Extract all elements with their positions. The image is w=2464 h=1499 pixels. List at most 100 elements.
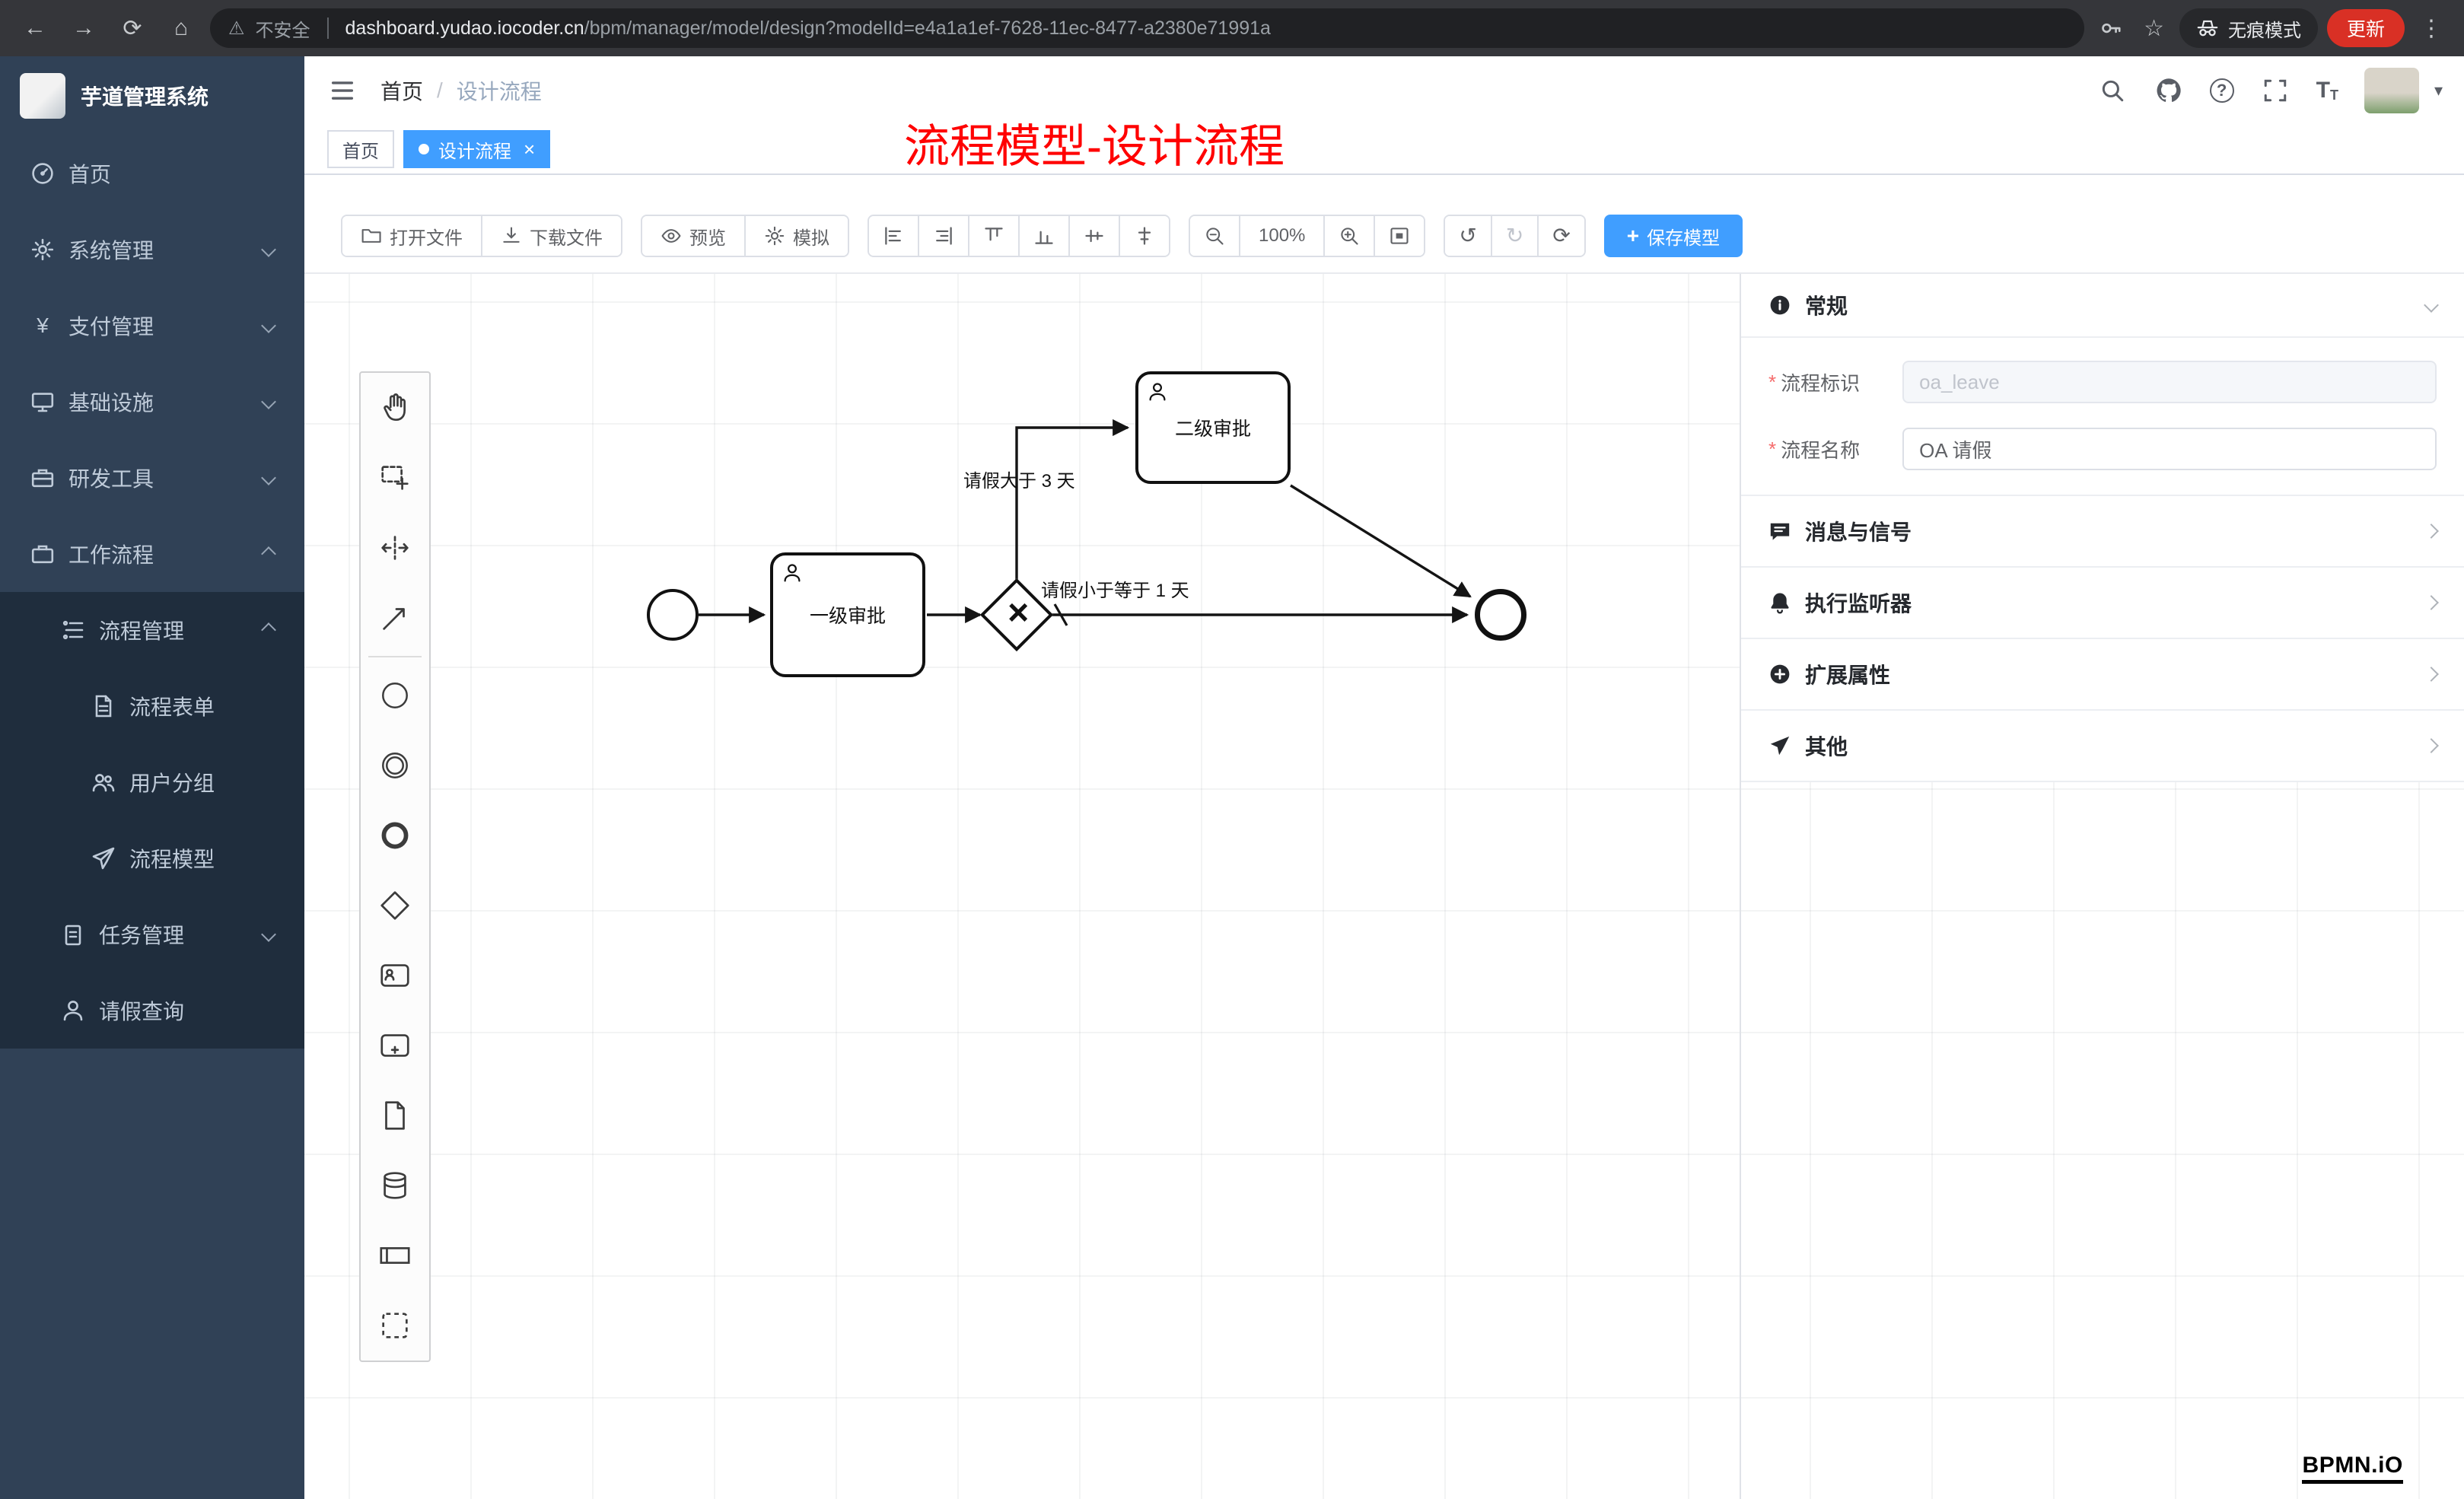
url-domain: dashboard.yudao.iocoder.cn [345,17,584,39]
tab-design-process[interactable]: 设计流程 × [403,130,551,168]
close-icon[interactable]: × [524,138,536,161]
breadcrumb: 首页 / 设计流程 [380,75,542,106]
zoom-in-button[interactable] [1323,216,1374,256]
forward-icon[interactable]: → [72,15,95,40]
task-second-approval[interactable]: 二级审批 [1135,371,1291,484]
url-bar[interactable]: ⚠ 不安全 dashboard.yudao.iocoder.cn/bpm/man… [210,8,2085,48]
sidebar-item-task-mgmt[interactable]: 任务管理 [0,896,304,972]
palette-create-end-event[interactable] [361,800,429,870]
browser-menu-icon[interactable]: ⋮ [2420,15,2443,41]
app-title: 芋道管理系统 [81,85,209,109]
align-left-button[interactable] [869,216,918,256]
preview-button[interactable]: 预览 [642,216,744,256]
panel-section-ext-props[interactable]: 扩展属性 [1741,639,2464,711]
sidebar-item-label: 流程管理 [99,619,185,643]
sidebar-item-process-model[interactable]: 流程模型 [0,820,304,896]
search-icon[interactable] [2097,75,2128,106]
briefcase-icon [31,545,54,564]
palette-create-group[interactable] [361,1291,429,1361]
sidebar-item-payment[interactable]: ¥ 支付管理 [0,288,304,364]
sidebar-item-system[interactable]: 系统管理 [0,212,304,288]
avatar-caret-icon[interactable]: ▾ [2434,81,2443,100]
start-event[interactable] [647,589,699,641]
sidebar-item-label: 工作流程 [68,543,154,567]
sidebar-item-home[interactable]: 首页 [0,135,304,212]
bpmn-io-watermark[interactable]: BPMN.iO [2302,1453,2403,1484]
panel-section-messages[interactable]: 消息与信号 [1741,496,2464,568]
palette-space-tool[interactable] [361,513,429,583]
zoom-out-button[interactable] [1190,216,1239,256]
panel-section-other[interactable]: 其他 [1741,711,2464,782]
chevron-down-icon [261,470,276,485]
help-icon[interactable]: ? [2209,78,2234,103]
align-center-button[interactable] [1119,216,1169,256]
hamburger-icon[interactable] [329,77,356,104]
user-task-icon [380,964,409,987]
process-key-input[interactable] [1902,361,2437,403]
palette-lasso-tool[interactable] [361,443,429,513]
app-logo[interactable]: 芋道管理系统 [0,56,304,135]
process-name-input[interactable] [1902,428,2437,470]
panel-section-general[interactable]: 常规 [1741,274,2464,338]
sidebar-item-workflow[interactable]: 工作流程 [0,516,304,592]
zoom-level-button[interactable]: 100% [1239,216,1324,256]
zoom-fit-button[interactable] [1374,216,1425,256]
align-right-button[interactable] [918,216,968,256]
sidebar-item-process-form[interactable]: 流程表单 [0,668,304,744]
bookmark-star-icon[interactable]: ☆ [2144,15,2164,41]
palette-create-start-event[interactable] [361,660,429,730]
end-event[interactable] [1475,589,1526,641]
sidebar-item-process-mgmt[interactable]: 流程管理 [0,592,304,668]
back-icon[interactable]: ← [24,15,46,40]
sidebar-item-devtools[interactable]: 研发工具 [0,440,304,516]
sidebar-item-label: 研发工具 [68,467,154,491]
undo-button[interactable]: ↺ [1445,216,1491,256]
sidebar-item-infra[interactable]: 基础设施 [0,364,304,440]
incognito-label: 无痕模式 [2227,20,2301,41]
avatar[interactable] [2364,68,2419,113]
breadcrumb-home[interactable]: 首页 [380,80,424,103]
space-tool-icon [381,536,409,560]
sidebar-item-leave-query[interactable]: 请假查询 [0,972,304,1049]
align-bottom-button[interactable] [1018,216,1068,256]
home-icon[interactable]: ⌂ [173,15,189,40]
palette-create-subprocess[interactable] [361,1010,429,1080]
palette-create-data-store[interactable] [361,1151,429,1221]
incognito-badge[interactable]: 无痕模式 [2179,8,2318,48]
palette-create-user-task[interactable] [361,940,429,1010]
download-file-button[interactable]: 下载文件 [481,216,621,256]
tags-view: 首页 设计流程 × [304,125,2464,175]
simulate-button[interactable]: 模拟 [744,216,848,256]
process-key-label: 流程标识 [1781,371,1861,395]
sidebar: 芋道管理系统 首页 系统管理 ¥ 支付管理 基础设施 [0,56,304,1499]
reset-button[interactable]: ⟳ [1537,216,1584,256]
panel-section-listeners[interactable]: 执行监听器 [1741,568,2464,639]
align-middle-button[interactable] [1068,216,1119,256]
reload-icon[interactable]: ⟳ [123,15,142,41]
save-model-button[interactable]: + 保存模型 [1603,215,1743,257]
align-top-button[interactable] [968,216,1018,256]
update-button[interactable]: 更新 [2326,9,2405,47]
palette-create-participant[interactable] [361,1221,429,1291]
palette-create-intermediate-event[interactable] [361,730,429,800]
bpmn-canvas[interactable]: 一级审批 × 二级审批 请假大于 3 天 请假小于等于 1 天 BPMN.iO [304,274,2464,1499]
section-title: 其他 [1805,735,1848,759]
key-icon[interactable] [2099,17,2122,40]
palette-hand-tool[interactable] [361,373,429,443]
sidebar-item-user-group[interactable]: 用户分组 [0,744,304,820]
fullscreen-icon[interactable] [2260,75,2291,106]
plus-circle-icon [1770,664,1790,684]
button-label: 模拟 [793,228,829,249]
palette-global-connect-tool[interactable] [361,583,429,653]
tab-home[interactable]: 首页 [327,130,394,168]
palette-create-data-object[interactable] [361,1080,429,1151]
redo-button[interactable]: ↻ [1490,216,1538,256]
required-mark: * [1768,437,1777,460]
task-first-approval[interactable]: 一级审批 [770,552,925,677]
open-file-button[interactable]: 打开文件 [342,216,481,256]
font-size-small: T [2329,88,2338,103]
palette-create-gateway[interactable] [361,870,429,940]
github-icon[interactable] [2154,75,2184,106]
